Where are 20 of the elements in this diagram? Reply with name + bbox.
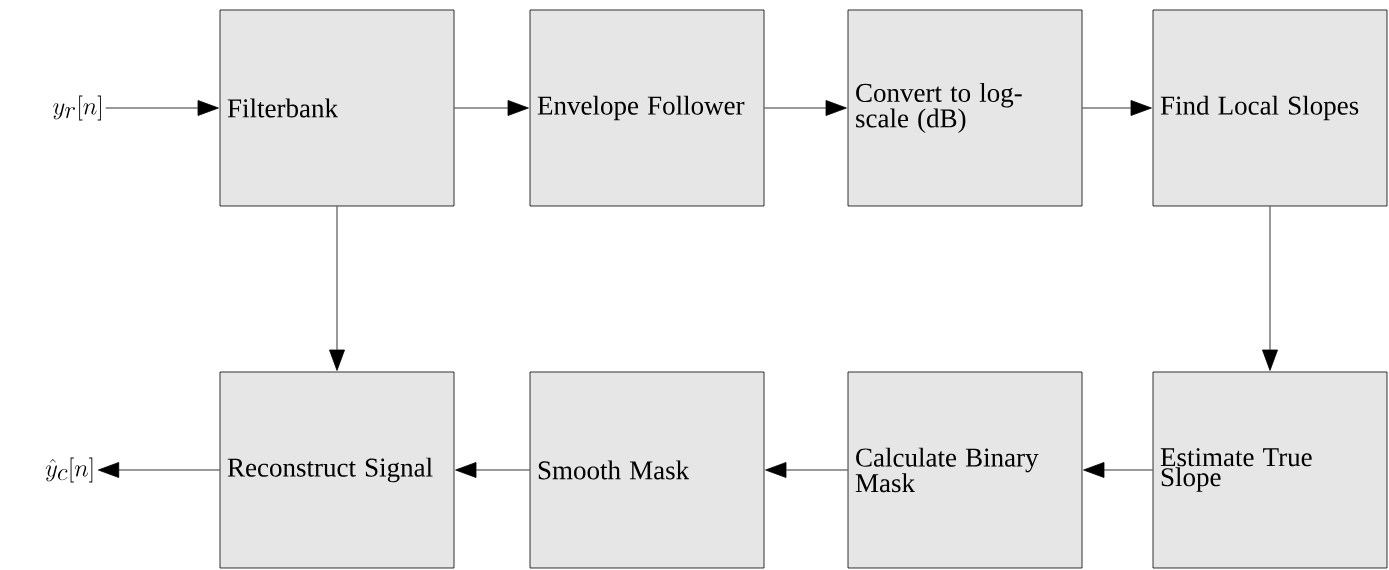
arrow <box>454 100 529 116</box>
arrow <box>97 462 220 478</box>
signal-label: $y_{r}[n]$ <box>53 95 101 121</box>
process-box: Convert to log-scale (dB) <box>847 9 1083 207</box>
arrow <box>1082 100 1152 116</box>
arrow <box>765 462 848 478</box>
process-box: Reconstruct Signal <box>219 371 455 569</box>
process-box: Find Local Slopes <box>1152 9 1388 207</box>
process-box: Filterbank <box>219 9 455 207</box>
process-box: Estimate True Slope <box>1152 371 1388 569</box>
arrow <box>1262 206 1278 371</box>
arrow <box>764 100 847 116</box>
arrow <box>329 206 345 371</box>
arrow <box>1083 462 1153 478</box>
arrow <box>455 462 530 478</box>
signal-label: $\hat{y}_{c}[n]$ <box>45 457 93 483</box>
process-box: Envelope Follower <box>529 9 765 207</box>
process-box: Calculate Binary Mask <box>847 371 1083 569</box>
arrow <box>105 100 219 116</box>
process-box: Smooth Mask <box>529 371 765 569</box>
